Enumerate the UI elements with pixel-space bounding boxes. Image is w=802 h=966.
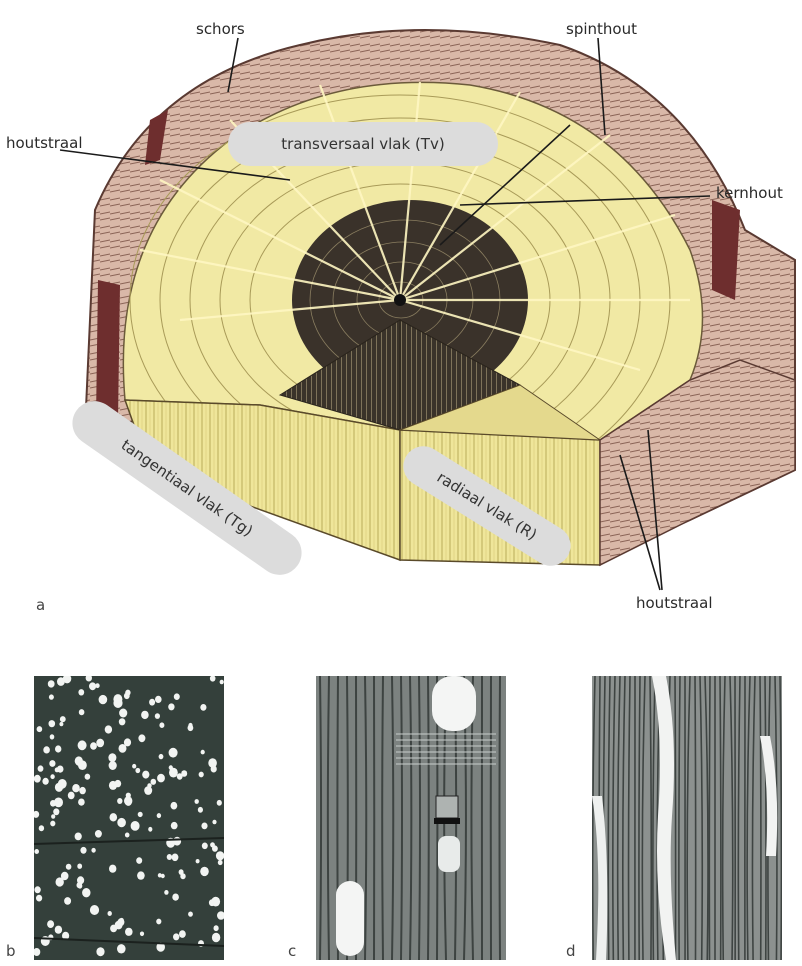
label-schors: schors — [196, 20, 245, 38]
micrograph-c-fibers — [316, 676, 506, 960]
panel-letter-d: d — [566, 942, 576, 960]
panel-letter-a: a — [36, 596, 45, 614]
micrograph-d-fibers — [592, 676, 782, 960]
pill-transversal-plane: transversaal vlak (Tv) — [228, 122, 498, 166]
label-houtstraal-top: houtstraal — [6, 134, 83, 152]
label-houtstraal-bottom: houtstraal — [636, 594, 713, 612]
wood-block-illustration — [0, 0, 802, 600]
micrograph-b — [34, 676, 224, 960]
label-spinthout: spinthout — [566, 20, 637, 38]
micrograph-b-pores — [34, 676, 224, 960]
micrograph-c — [316, 676, 506, 960]
panel-letter-c: c — [288, 942, 296, 960]
panel-letter-b: b — [6, 942, 16, 960]
micrograph-d — [592, 676, 782, 960]
label-kernhout: kernhout — [716, 184, 783, 202]
